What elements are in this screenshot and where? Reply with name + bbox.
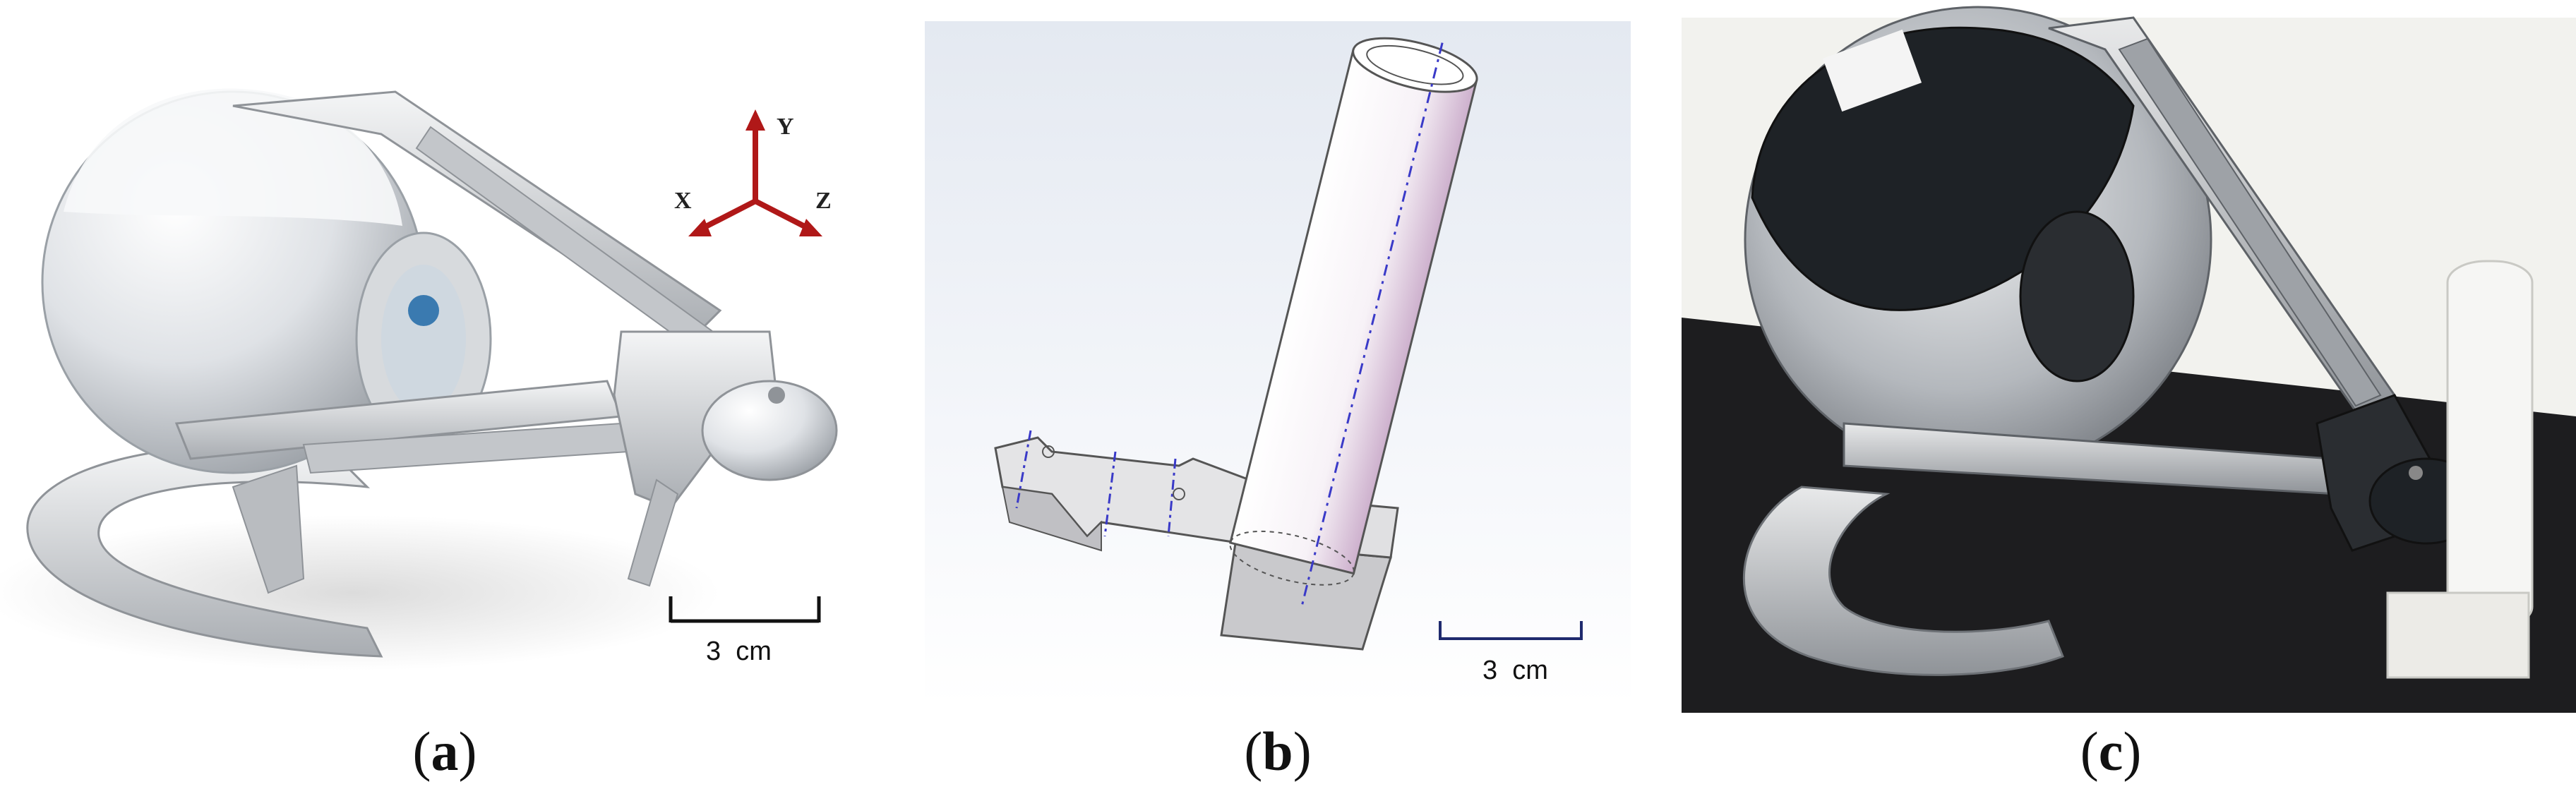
device-base-ring [1743,486,2064,676]
panel-b-cad: 3 cm [925,21,1631,706]
coordinate-axes [688,109,822,236]
caption-a: (a) [412,721,477,782]
panel-c [1682,0,2576,713]
axis-label-z: Z [815,188,832,214]
panel-b: 3 cm [925,0,1631,706]
panel-c-photo [1682,6,2576,713]
panel-a-render: Y X Z 3 cm [0,0,882,706]
axis-label-y: Y [777,114,794,140]
panel-a: Y X Z 3 cm [0,0,882,706]
caption-b: (b) [1244,721,1312,782]
fixture-cylinder [2446,260,2534,630]
scale-bar-label-b: 3 cm [1482,656,1548,685]
scale-bar-b [1439,621,1583,640]
device-gimbal [613,330,778,510]
caption-c: (c) [2080,721,2142,782]
axis-label-x: X [674,188,692,214]
shell-label-sticker [1822,29,1922,112]
scale-bar-label-a: 3 cm [706,637,772,666]
stylus-handle [701,380,838,481]
fixture-base [2386,591,2530,679]
scale-bar-a [669,596,821,623]
